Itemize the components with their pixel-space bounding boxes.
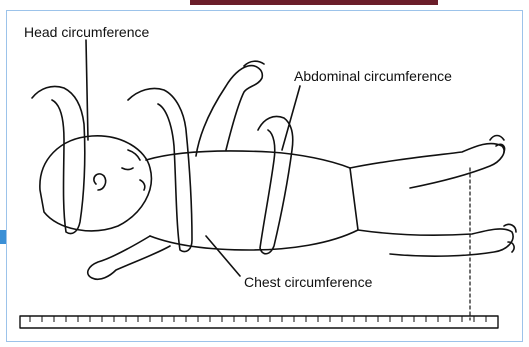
infant-ear (94, 174, 106, 190)
infant-face (122, 150, 145, 190)
head-circumference-label: Head circumference (24, 24, 149, 40)
head-leader-line (86, 40, 88, 140)
infant-lower-arm (88, 236, 170, 279)
chest-tape (128, 88, 192, 251)
ruler-ticks (30, 316, 486, 322)
chest-leader-line (206, 236, 240, 276)
infant-lower-leg (358, 229, 513, 256)
chest-circumference-label: Chest circumference (244, 274, 372, 290)
head-tape (32, 86, 85, 233)
abdominal-circumference-label: Abdominal circumference (294, 68, 452, 84)
abdominal-tape (258, 117, 293, 254)
infant-upper-leg (350, 144, 504, 188)
infant-raised-arm (196, 66, 262, 156)
